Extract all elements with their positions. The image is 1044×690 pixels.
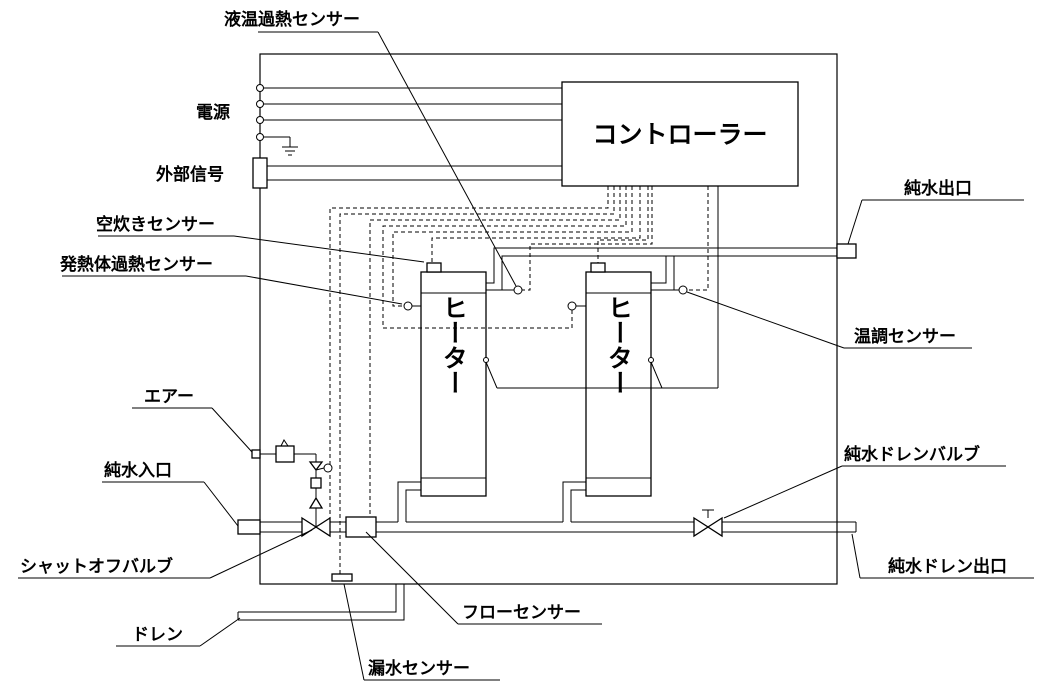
label-pure-water-drain-valve: 純水ドレンバルブ (844, 444, 980, 465)
label-heater-overheat-sensor: 発熱体過熱センサー (59, 254, 213, 275)
label-power: 電源 (196, 102, 230, 123)
air-regulator (251, 439, 317, 463)
leader-lines (18, 31, 1034, 681)
heater-1 (420, 262, 487, 497)
pure-water-inlet-port (237, 519, 261, 535)
dry-fire-sensor-1 (426, 262, 442, 273)
drain-piping (237, 584, 405, 621)
label-dry-fire-sensor: 空炊きセンサー (96, 214, 215, 235)
enclosure (259, 53, 838, 585)
leak-sensor (331, 573, 353, 582)
heater-overheat-sensor (403, 301, 586, 311)
controller-box (561, 81, 799, 187)
label-pure-water-inlet: 純水入口 (104, 460, 172, 481)
heater-2-label: ヒーター (605, 295, 634, 395)
controller-label: コントローラー (592, 120, 767, 149)
drain-valve (693, 509, 857, 538)
label-temp-control-sensor: 温調センサー (854, 326, 956, 347)
label-flow-sensor: フローセンサー (462, 603, 581, 623)
outlet-piping (486, 243, 857, 291)
label-shutoff-valve: シャットオフバルブ (20, 556, 173, 577)
label-liquid-temp-overheat-sensor: 液温過熱センサー (224, 9, 360, 30)
heater-2 (585, 262, 652, 497)
shutoff-valve (301, 461, 333, 538)
external-signal-connector (252, 157, 268, 189)
liquid-temp-overheat-sensor (486, 285, 523, 295)
label-air: エアー (144, 387, 194, 407)
dry-fire-sensor-2 (590, 262, 606, 273)
pure-water-outlet-port (836, 243, 857, 259)
label-drain: ドレン (132, 625, 183, 645)
label-external-signal: 外部信号 (156, 164, 224, 185)
heater-1-label: ヒーター (440, 295, 469, 395)
power-terminals (256, 84, 562, 150)
label-leak-sensor: 漏水センサー (368, 658, 470, 679)
inlet-piping (237, 481, 694, 538)
label-pure-water-drain-outlet: 純水ドレン出口 (888, 556, 1007, 577)
label-pure-water-outlet: 純水出口 (904, 178, 972, 199)
flow-sensor-box (345, 516, 377, 538)
heater-wiring (483, 186, 719, 389)
temp-control-sensor (651, 285, 688, 295)
ground-icon (282, 137, 298, 156)
